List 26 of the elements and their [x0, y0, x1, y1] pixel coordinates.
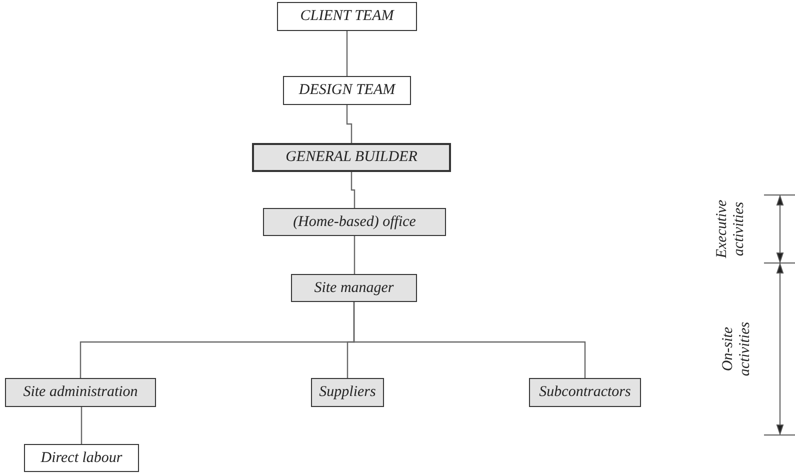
box-label: Suppliers: [319, 384, 376, 401]
connector-line: [353, 302, 586, 378]
org-box: [283, 76, 411, 105]
box-label: DESIGN TEAM: [298, 82, 396, 99]
box-label: Site administration: [23, 384, 138, 401]
box-label: Site manager: [314, 280, 394, 296]
org-box: [311, 378, 384, 407]
org-box: [252, 143, 451, 172]
org-box: [263, 208, 446, 236]
connector-line: [80, 407, 82, 444]
org-box: [24, 444, 139, 472]
org-box: [529, 378, 641, 407]
box-label: Direct labour: [40, 450, 122, 466]
connector-line: [346, 31, 348, 76]
bracket-label: On-site activities: [720, 320, 754, 378]
bracket-label: Executive activities: [714, 198, 748, 260]
connector-line: [354, 236, 356, 274]
connector-line: [350, 172, 356, 208]
org-box: [5, 378, 156, 407]
box-label: CLIENT TEAM: [300, 8, 394, 25]
org-box: [277, 2, 417, 31]
box-label: GENERAL BUILDER: [286, 149, 418, 166]
connector-line: [346, 105, 352, 143]
org-box: [291, 274, 417, 302]
box-label: (Home-based) office: [293, 214, 416, 230]
box-label: Subcontractors: [539, 384, 631, 401]
